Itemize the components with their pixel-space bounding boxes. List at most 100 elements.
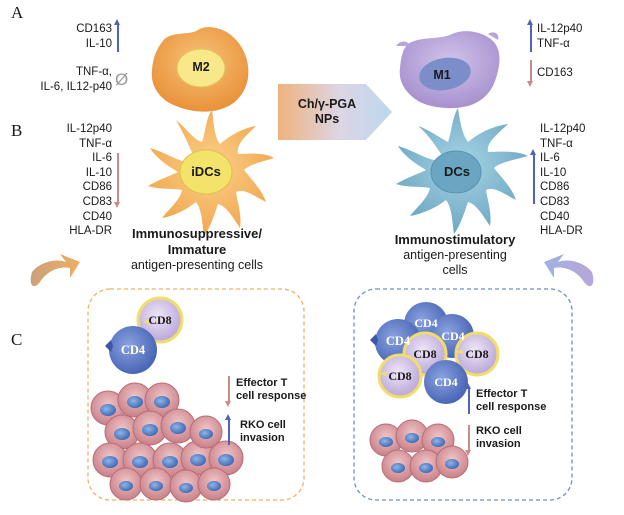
caption-text-1: antigen-presenting — [403, 248, 507, 262]
right-tcells — [370, 302, 500, 404]
marker: CD83 — [540, 195, 570, 208]
legend-line: Effector T — [236, 377, 288, 389]
up-arrow-line — [117, 24, 119, 52]
up-arrow-line — [468, 388, 470, 414]
cd4-label: CD4 — [120, 343, 146, 357]
cd4-label: CD4 — [434, 375, 458, 389]
cd8-label: CD8 — [413, 347, 437, 361]
m1-up-markers: IL-12p40 TNF-α — [537, 22, 582, 51]
marker: IL-6, IL12-p40 — [40, 80, 112, 93]
marker: IL-6 — [92, 152, 112, 165]
marker: CD40 — [82, 210, 112, 223]
marker: IL-12p40 — [537, 23, 583, 35]
legend-line: invasion — [240, 432, 285, 444]
idc-shape — [148, 110, 274, 236]
m2-macrophage-shape — [151, 27, 249, 112]
down-arrow-line — [117, 153, 119, 203]
marker: IL-10 — [85, 166, 112, 179]
marker: TNF-α, — [75, 66, 112, 78]
marker: HLA-DR — [69, 225, 112, 238]
legend-line: cell response — [476, 401, 547, 413]
caption-bold-1: Immunosuppressive/ — [131, 226, 263, 241]
marker: CD86 — [540, 181, 570, 194]
m1-down-markers: CD163 — [537, 66, 573, 81]
down-arrow-head — [527, 81, 534, 87]
caption-bold-1: Immunostimulatory — [394, 232, 516, 247]
cd8-label: CD8 — [388, 369, 412, 383]
marker: CD40 — [540, 210, 570, 223]
np-line-1: Ch/γ-PGA — [297, 97, 357, 111]
left-tcells — [105, 296, 184, 374]
marker: CD86 — [82, 181, 112, 194]
marker: IL-12p40 — [66, 123, 112, 135]
marker: TNF-α — [537, 37, 570, 50]
null-symbol: Ø — [115, 70, 129, 89]
cd4-label: CD4 — [385, 334, 411, 348]
cd8-label: CD8 — [465, 347, 489, 361]
m2-label: M2 — [192, 60, 210, 74]
legend-line: RKO cell — [476, 425, 522, 437]
down-arrow-line — [530, 60, 532, 82]
marker: IL-6 — [540, 152, 560, 165]
left-curl-arrow — [30, 254, 80, 287]
left-caption: Immunosuppressive/ Immature antigen-pres… — [112, 226, 282, 273]
idc-markers: IL-12p40 TNF-α IL-6 IL-10 CD86 CD83 CD40… — [54, 122, 112, 239]
down-arrow-head — [114, 202, 121, 208]
panel-letter-a: A — [11, 3, 24, 22]
marker: TNF-α — [540, 137, 573, 150]
right-curl-arrow — [544, 254, 594, 287]
left-rko-legend: RKO cell invasion — [240, 419, 286, 445]
legend-line: RKO cell — [240, 419, 286, 431]
dc-label: DCs — [443, 164, 470, 179]
left-tumor-cells — [90, 382, 244, 503]
m1-macrophage-shape — [396, 31, 500, 109]
right-rko-legend: RKO cell invasion — [476, 425, 522, 451]
down-arrow-line — [468, 425, 470, 451]
caption-text: antigen-presenting cells — [130, 258, 264, 272]
legend-line: cell response — [236, 390, 307, 402]
m2-up-markers: CD163 IL-10 — [60, 22, 112, 51]
up-arrow-head — [527, 19, 534, 25]
up-arrow-head — [530, 149, 537, 155]
nanoparticle-label: Ch/γ-PGA NPs — [284, 97, 370, 127]
legend-line: invasion — [476, 438, 521, 450]
left-effector-legend: Effector T cell response — [236, 377, 306, 403]
up-arrow-line — [228, 419, 230, 445]
marker: CD163 — [76, 23, 112, 35]
marker: HLA-DR — [540, 225, 583, 238]
legend-line: Effector T — [476, 388, 528, 400]
marker: CD83 — [82, 195, 112, 208]
down-arrow-head — [465, 450, 472, 456]
marker: IL-10 — [85, 37, 112, 50]
up-arrow-line — [533, 154, 535, 204]
caption-text-2: cells — [442, 263, 468, 277]
down-arrow-line — [228, 376, 230, 402]
cd8-label: CD8 — [148, 313, 172, 327]
dc-shape — [396, 108, 528, 234]
m2-null-markers: TNF-α, IL-6, IL12-p40 — [20, 65, 112, 94]
np-arrow-shape — [278, 84, 392, 140]
up-arrow-head — [465, 383, 472, 389]
up-arrow-head — [114, 19, 121, 25]
right-box — [353, 288, 573, 501]
marker: IL-10 — [540, 166, 567, 179]
down-arrow-head — [225, 401, 232, 407]
left-box — [87, 288, 305, 501]
panel-letter-b: B — [11, 121, 23, 140]
cd4-label: CD4 — [414, 316, 438, 330]
cd4-label: CD4 — [441, 329, 465, 343]
right-tumor-cells — [369, 419, 469, 483]
panel-letter-c: C — [11, 330, 23, 349]
np-line-2: NPs — [314, 112, 340, 126]
right-effector-legend: Effector T cell response — [476, 388, 546, 414]
up-arrow-line — [530, 24, 532, 52]
marker: CD163 — [537, 67, 573, 79]
m1-label: M1 — [433, 68, 451, 82]
idc-label: iDCs — [191, 164, 221, 179]
dc-markers: IL-12p40 TNF-α IL-6 IL-10 CD86 CD83 CD40… — [540, 122, 585, 239]
caption-bold-2: Immature — [167, 242, 227, 257]
right-caption: Immunostimulatory antigen-presenting cel… — [380, 232, 530, 278]
marker: IL-12p40 — [540, 123, 586, 135]
